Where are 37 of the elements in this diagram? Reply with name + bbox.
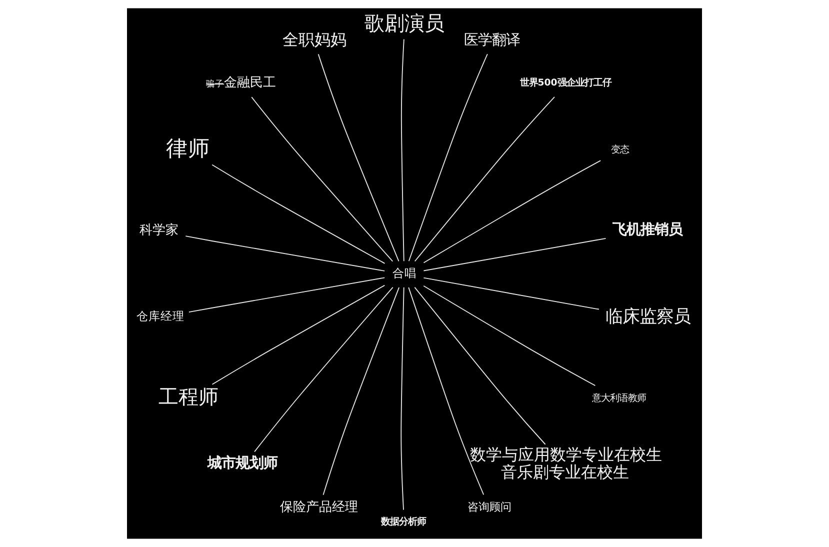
connector [423, 285, 596, 386]
connector [318, 54, 400, 262]
node-text: 咨询顾问 [467, 500, 512, 514]
node-text: 全职妈妈 [282, 30, 346, 50]
node-text: 变态 [610, 144, 629, 156]
connector [251, 96, 394, 262]
connector [414, 286, 546, 445]
connector [423, 238, 606, 272]
node-text: 律师 [166, 136, 210, 162]
node-text: 临床监察员 [606, 306, 691, 327]
node-text: 数据分析师 [381, 516, 426, 528]
connector [212, 284, 386, 385]
connector [400, 38, 404, 262]
node-text: 飞机推销员 [612, 222, 682, 238]
connector [408, 286, 484, 496]
connector [423, 160, 602, 264]
node-text: 城市规划师 [208, 456, 278, 472]
node-text: 保险产品经理 [280, 500, 358, 516]
node-text: 医学翻译 [464, 32, 520, 48]
node-text: 世界500强企业打工仔 [520, 78, 612, 89]
connector [254, 286, 394, 452]
node-text: 骗子金融民工 [206, 75, 276, 90]
connector [322, 286, 400, 496]
connector [408, 54, 488, 262]
connector [423, 277, 600, 310]
node-text: 仓库经理 [136, 309, 184, 324]
connector [212, 164, 386, 264]
node-text: 合唱 [392, 266, 417, 280]
node-text: 工程师 [158, 384, 219, 409]
node-text: 科学家 [140, 223, 179, 238]
connector [400, 286, 404, 510]
connector [414, 96, 555, 262]
node-text: 歌剧演员 [364, 11, 444, 36]
node-text: 数学与应用数学专业在校生 音乐剧专业在校生 [470, 445, 662, 482]
connector [185, 236, 386, 272]
connector [188, 277, 386, 313]
node-text: 意大利语教师 [592, 393, 646, 404]
